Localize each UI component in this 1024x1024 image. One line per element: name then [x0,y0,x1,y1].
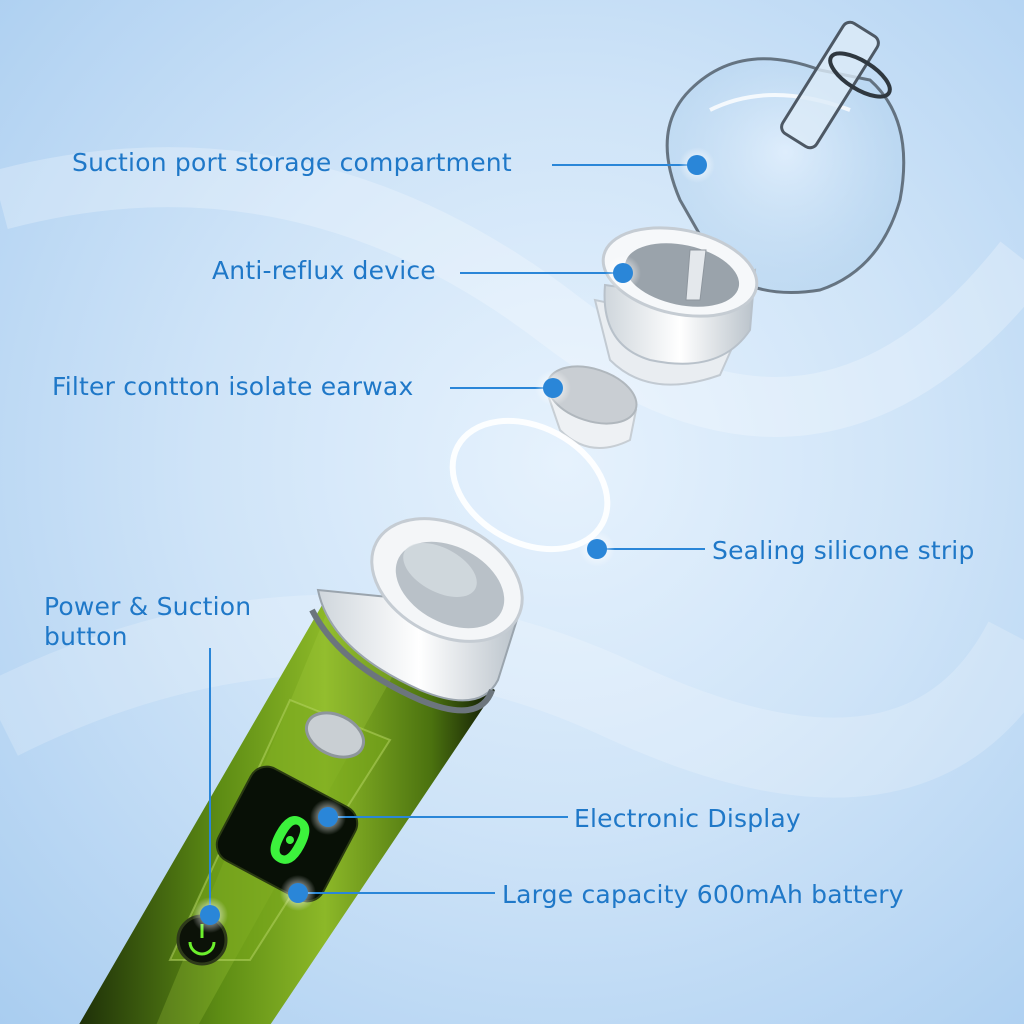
label-sealing-strip: Sealing silicone strip [712,536,975,565]
label-battery: Large capacity 600mAh battery [502,880,904,909]
marker-dot [613,263,633,283]
marker-dot [288,883,308,903]
marker-dot [687,155,707,175]
anti-reflux-device [593,226,759,386]
background-swoosh [0,147,1024,437]
sealing-silicone-strip [449,417,611,553]
marker-dot [318,807,338,827]
marker-dot [200,905,220,925]
label-filter-cotton: Filter contton isolate earwax [52,372,414,401]
device-body [79,517,524,1024]
label-power-line1: Power & Suction [44,592,252,621]
label-power-button: Power & Suction button [44,592,304,652]
marker-dot [543,378,563,398]
label-power-line2: button [44,622,128,651]
label-suction-port: Suction port storage compartment [72,148,512,177]
label-display: Electronic Display [574,804,801,833]
power-icon [188,941,216,956]
marker-dot [587,539,607,559]
label-anti-reflux: Anti-reflux device [212,256,436,285]
suction-port-compartment [665,20,906,294]
marker-dots [192,147,715,933]
background-swoosh [0,594,1024,798]
leader-lines [209,164,705,915]
